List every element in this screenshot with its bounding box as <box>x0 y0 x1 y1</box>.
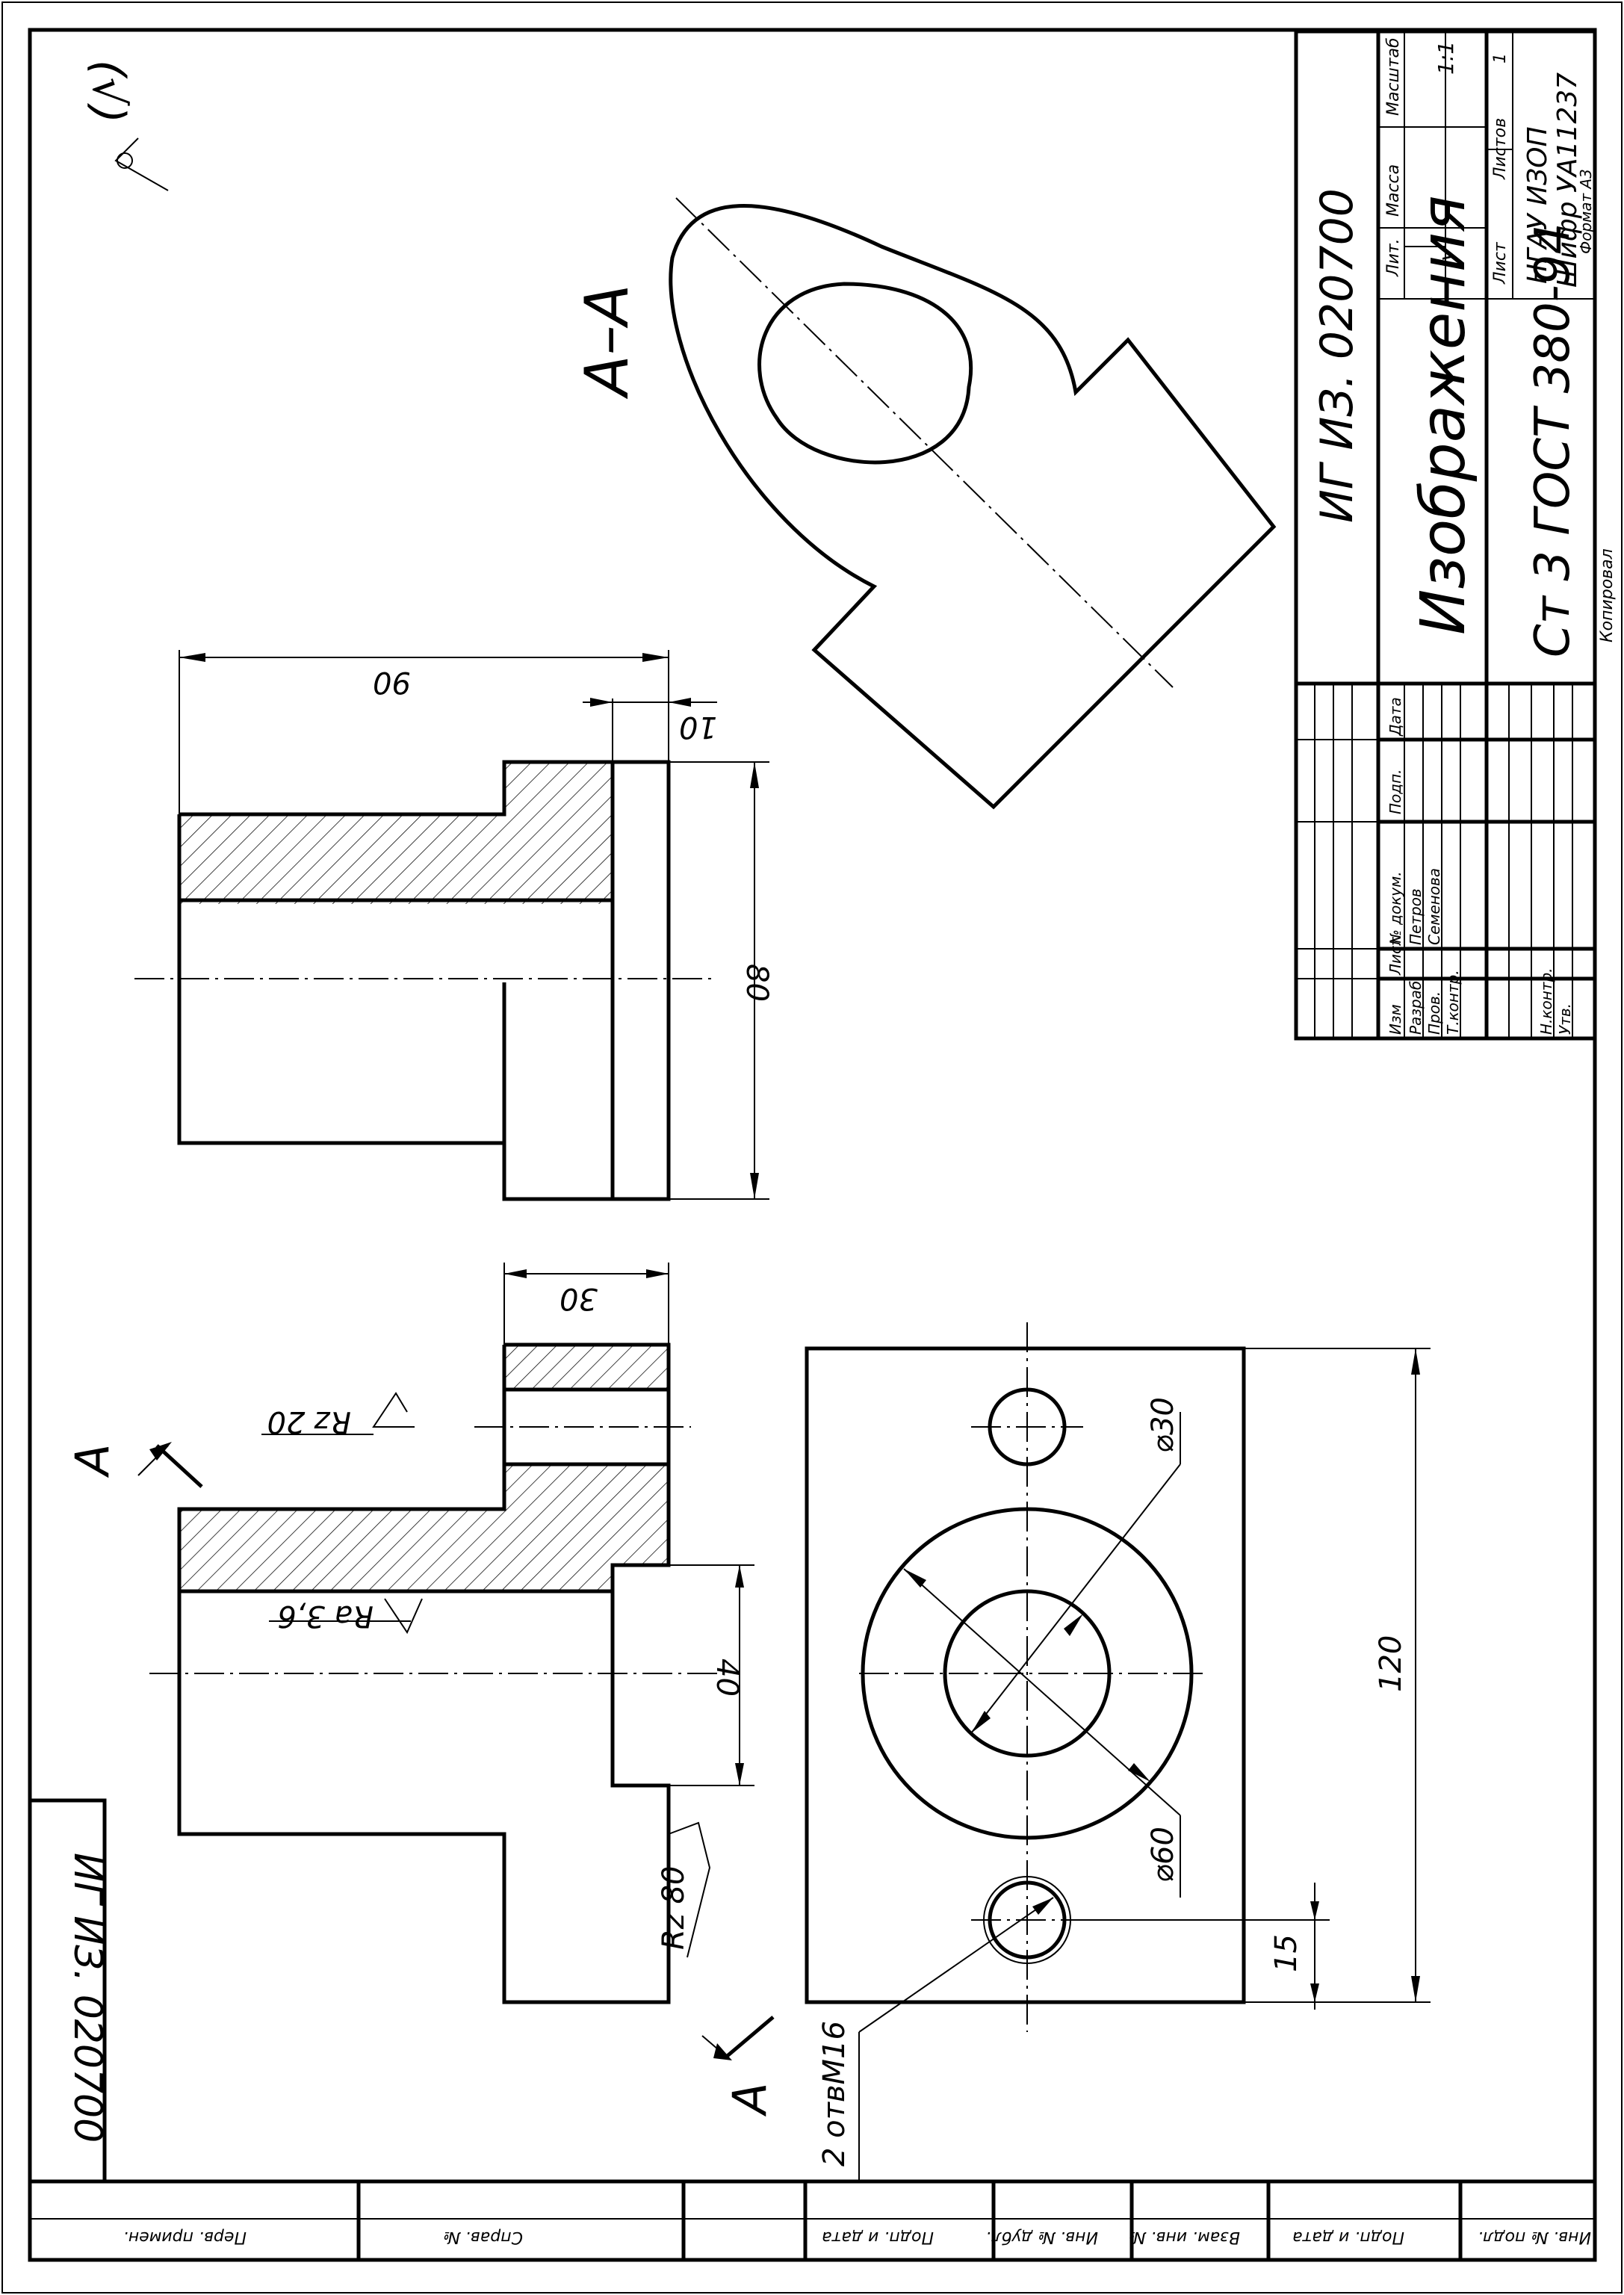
title-block: ИГ ИЗ. 020700 Изображения Ст 3 ГОСТ 380-… <box>1294 29 1617 1041</box>
roughness-general: (√) <box>82 60 134 123</box>
bottom-stamp: Перв. примен. Справ. № Подп. и дата Инв.… <box>30 2179 1595 2260</box>
dim-80: 80 <box>740 964 774 1002</box>
sheets-value: 1 <box>1491 53 1510 64</box>
rev-col-list: Лист <box>1386 936 1404 976</box>
roughness-rz20: Rz 20 <box>267 1404 351 1439</box>
checker-name: Семенова <box>1425 868 1443 945</box>
dim-90: 90 <box>373 665 411 699</box>
lit-value: У <box>1439 248 1462 261</box>
copied-label: Копировал <box>1598 548 1617 642</box>
roughness-ra36: Ra 3,6 <box>277 1599 374 1633</box>
org-line-2: Шифр УА11237 <box>1552 72 1583 288</box>
role-approved: Утв. <box>1556 1003 1574 1035</box>
org-line-1: НГАУ ИЗОП <box>1522 126 1553 284</box>
doc-code: ИГ ИЗ. 020700 <box>1311 188 1363 523</box>
section-a-a <box>669 197 1277 810</box>
format-label: Формат А3 <box>1577 169 1595 254</box>
section-marker-bottom: А <box>722 2083 777 2117</box>
dim-40: 40 <box>710 1658 744 1697</box>
role-tcontrol: Т.контр. <box>1444 970 1462 1035</box>
rev-col-izm: Изм <box>1386 1004 1404 1035</box>
col-scale: Масштаб <box>1384 37 1403 116</box>
top-view: ⌀30 ⌀60 120 15 2 отвМ16 <box>805 1322 1431 2181</box>
role-developer: Разраб. <box>1407 976 1425 1035</box>
roughness-rz80: Rz 80 <box>657 1866 691 1950</box>
drawing-title: Изображения <box>1408 195 1479 635</box>
stamp-dup-inv: Инв. № дубл. <box>985 2228 1098 2246</box>
code-stub: ИГ ИЗ. 020700 <box>28 1798 110 2184</box>
stamp-repl-inv: Взам. инв. № <box>1129 2228 1240 2246</box>
front-section-view: 30 40 Rz 20 Ra 3,6 Rz 80 А А <box>65 1263 777 2117</box>
dim-30: 30 <box>560 1281 598 1316</box>
material-spec: Ст 3 ГОСТ 380-94 <box>1525 224 1581 657</box>
stamp-first-use: Перв. примен. <box>123 2228 247 2246</box>
sheet-label: Лист <box>1491 241 1510 285</box>
section-marker-top: А <box>65 1444 120 1478</box>
role-ncontrol: Н.контр. <box>1537 968 1555 1035</box>
developer-name: Петров <box>1407 888 1425 945</box>
col-lit: Лит. <box>1384 238 1403 277</box>
stamp-sign-date-1: Подп. и дата <box>822 2228 934 2246</box>
sheets-label: Листов <box>1491 118 1510 180</box>
stamp-ref-no: Справ. № <box>443 2228 523 2246</box>
stamp-orig-inv: Инв. № подл. <box>1478 2228 1591 2246</box>
col-mass: Масса <box>1384 164 1403 217</box>
dim-phi60: ⌀60 <box>1146 1827 1180 1883</box>
doc-code-stub: ИГ ИЗ. 020700 <box>65 1853 110 2143</box>
rev-col-doc: № докум. <box>1386 871 1404 946</box>
section-label: А–А <box>572 285 642 400</box>
side-view: 90 10 80 <box>134 650 774 1201</box>
scale-value: 1:1 <box>1434 41 1458 75</box>
roughness-general-symbol <box>114 137 169 191</box>
holes-callout: 2 отвМ16 <box>817 2021 852 2167</box>
stamp-sign-date-2: Подп. и дата <box>1292 2228 1404 2246</box>
dim-10: 10 <box>679 710 717 744</box>
rev-col-date: Дата <box>1386 697 1404 737</box>
role-checker: Пров. <box>1425 991 1443 1035</box>
rev-col-sign: Подп. <box>1386 769 1404 814</box>
dim-15: 15 <box>1269 1934 1304 1972</box>
drawing-frame <box>28 28 1597 2262</box>
dim-phi30: ⌀30 <box>1146 1397 1180 1453</box>
dim-120: 120 <box>1374 1635 1408 1692</box>
